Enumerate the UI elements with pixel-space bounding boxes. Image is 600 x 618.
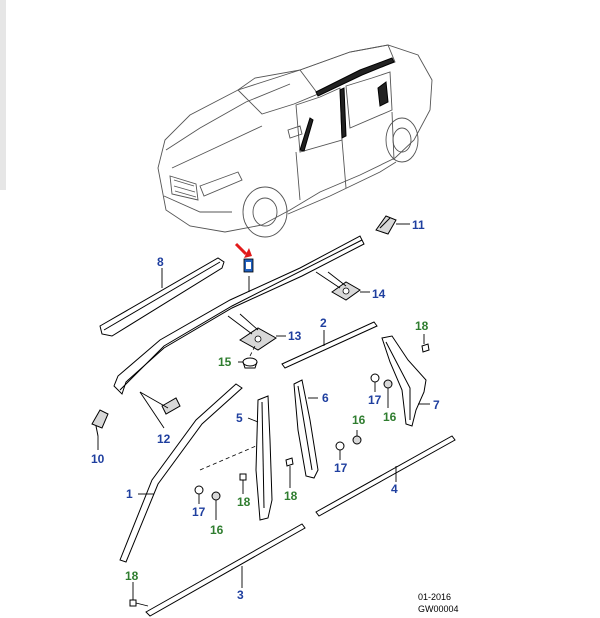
callout-17-b: 17	[334, 461, 348, 475]
red-pointer-arrow	[234, 242, 252, 258]
callout-18-c: 18	[415, 319, 429, 333]
part-5-pillar	[199, 395, 273, 521]
part-10-clip	[91, 409, 109, 450]
callout-labels: 1 2 3 4 5 6 7 8 10 11 12 13 14 15 17 16 …	[91, 218, 440, 602]
footer-code: GW00004	[418, 604, 459, 614]
window-edge	[0, 0, 6, 190]
part-14-bracket	[315, 271, 370, 301]
callout-13: 13	[288, 329, 302, 343]
part-3-strip	[145, 523, 306, 617]
part-13-bracket	[227, 313, 286, 351]
part-15-nut	[238, 343, 258, 369]
callout-5: 5	[236, 411, 243, 425]
callout-10: 10	[91, 452, 105, 466]
callout-8: 8	[157, 255, 164, 269]
callout-12: 12	[157, 432, 171, 446]
callout-16-b: 16	[352, 413, 366, 427]
callout-16-a: 16	[210, 523, 224, 537]
callout-17-c: 17	[368, 393, 382, 407]
callout-6: 6	[322, 391, 329, 405]
roof-moulding	[113, 235, 365, 395]
callout-18-d: 18	[125, 569, 139, 583]
callout-17-a: 17	[192, 505, 206, 519]
callout-7: 7	[433, 398, 440, 412]
part-7-trim	[381, 335, 430, 427]
callout-18-b: 18	[284, 489, 298, 503]
vehicle-illustration	[157, 44, 433, 238]
highlighted-clip	[243, 258, 254, 273]
part-11-clip	[375, 215, 410, 235]
callout-11: 11	[412, 218, 425, 232]
part-2-strip	[281, 321, 378, 369]
footer-date: 01-2016	[418, 592, 451, 602]
part-6-pillar	[293, 379, 319, 479]
part-12-clips	[139, 391, 181, 429]
callout-4: 4	[391, 482, 398, 496]
callout-2: 2	[320, 316, 327, 330]
part-4-strip	[315, 435, 456, 517]
part-1-moulding	[119, 383, 243, 563]
part-8-trim	[99, 257, 225, 337]
fasteners	[129, 334, 430, 607]
callout-14: 14	[372, 287, 386, 301]
callout-16-c: 16	[383, 410, 397, 424]
callout-18-a: 18	[237, 495, 251, 509]
callout-3: 3	[237, 588, 244, 602]
callout-15: 15	[218, 355, 232, 369]
callout-1: 1	[126, 487, 133, 501]
